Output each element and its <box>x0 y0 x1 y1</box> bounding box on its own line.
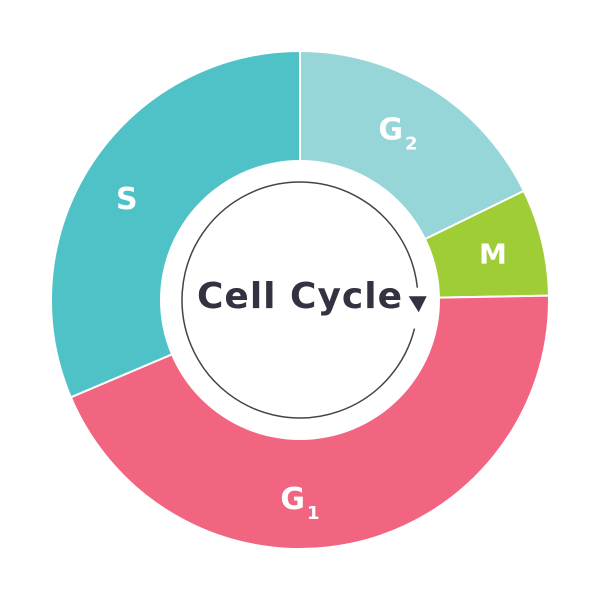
cycle-arrowhead-icon <box>408 296 427 313</box>
cycle-arrow-line <box>181 181 419 419</box>
segment-letter-g1: G <box>280 482 305 517</box>
center-title: Cell Cycle <box>197 276 403 317</box>
center-disc <box>160 160 440 440</box>
segment-subscript-g2: 2 <box>405 133 418 154</box>
segment-letter-s: S <box>116 182 138 217</box>
segment-letter-m: M <box>479 238 507 271</box>
segment-label-s: S <box>116 182 138 217</box>
segment-label-m: M <box>479 238 507 271</box>
segment-letter-g2: G <box>378 112 403 147</box>
segment-subscript-g1: 1 <box>307 503 320 524</box>
